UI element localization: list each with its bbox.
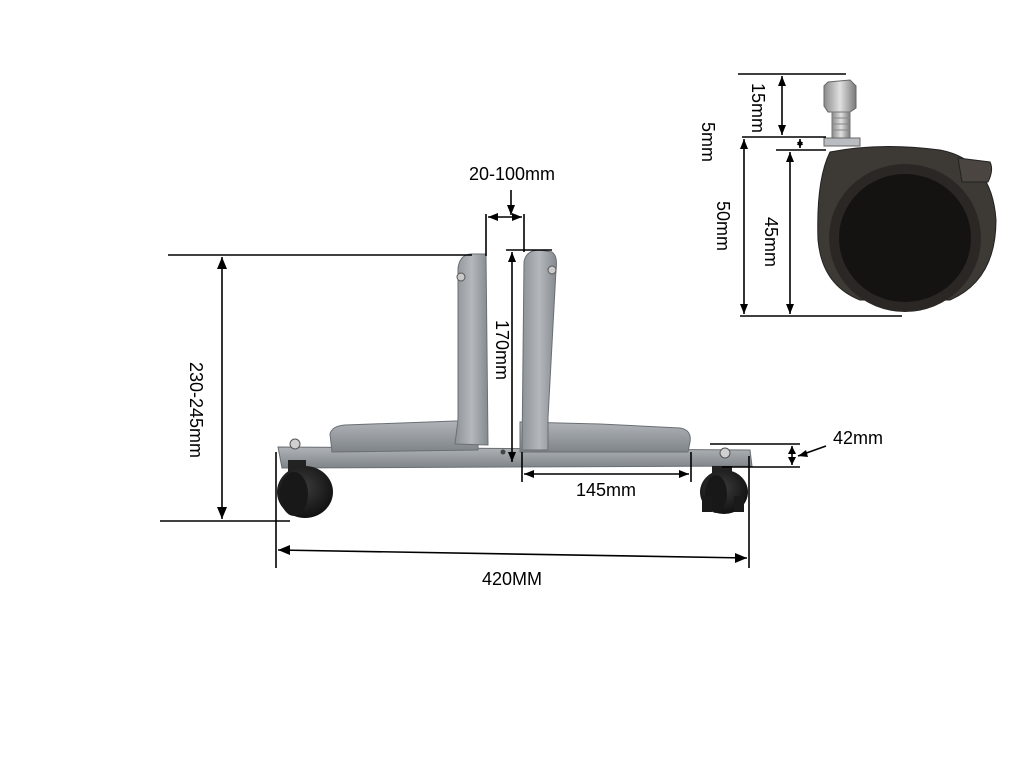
right-foot <box>519 421 691 453</box>
base-screw-right <box>719 447 731 459</box>
caster-brake-tab <box>957 157 993 183</box>
right-upright <box>521 249 557 451</box>
stand-dimensions <box>160 190 827 568</box>
wheel-height-label: 45mm <box>761 217 781 267</box>
height-label: 230-245mm <box>186 362 206 458</box>
upright-screw-right <box>547 265 557 275</box>
collar-label: 5mm <box>698 122 718 162</box>
base-screw-left <box>289 438 301 450</box>
bolt-label: 15mm <box>748 83 768 133</box>
upright-screw-left <box>456 272 466 282</box>
gap-label: 20-100mm <box>469 164 555 184</box>
width-dimension-line <box>277 549 748 559</box>
left-wheel <box>277 460 333 518</box>
thickness-label: 42mm <box>833 428 883 448</box>
total-height-label: 50mm <box>713 201 733 251</box>
stand-arrowheads <box>217 205 808 563</box>
width-label: 420MM <box>482 569 542 589</box>
caster-bolt <box>823 79 861 147</box>
upright-label: 170mm <box>492 320 512 380</box>
foot-label: 145mm <box>576 480 636 500</box>
right-wheel <box>700 466 748 514</box>
caster-photo <box>817 79 997 312</box>
left-upright <box>454 253 489 446</box>
base-hole <box>500 449 506 455</box>
caster-wheel-cap <box>839 174 971 302</box>
stand-photo <box>277 249 753 518</box>
caster-arrowheads <box>740 76 803 314</box>
